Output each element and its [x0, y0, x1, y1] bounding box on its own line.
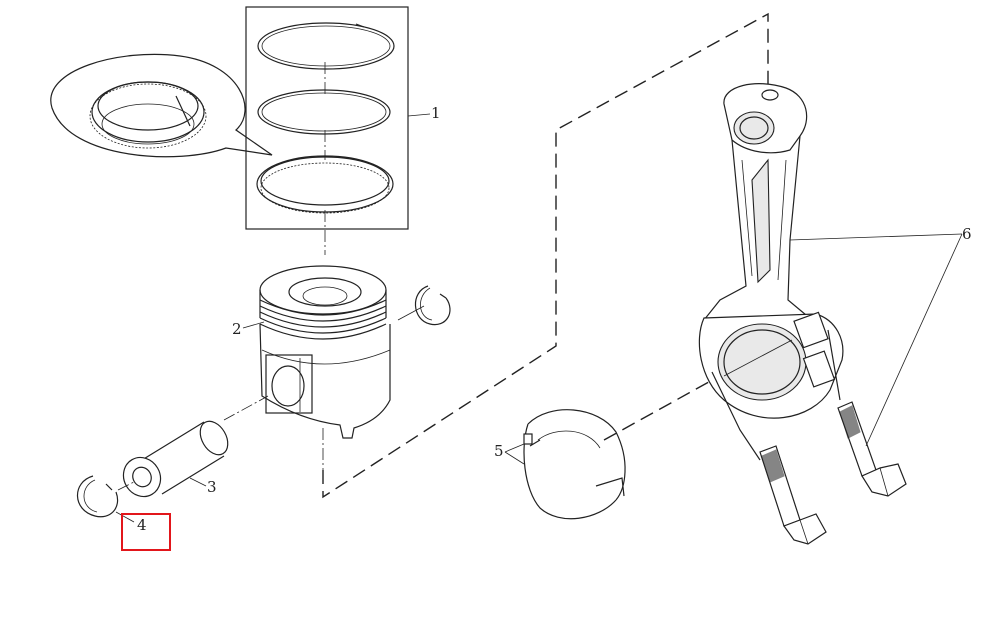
callout-2: 2 [232, 320, 242, 338]
leader-lines [115, 113, 963, 523]
piston-ring-set [245, 6, 409, 255]
cap-bolt-right [837, 401, 907, 497]
piston [259, 265, 391, 470]
circlip [77, 475, 135, 518]
highlight-box-circlip [121, 513, 171, 551]
top-compression-ring [257, 22, 395, 70]
callout-6: 6 [962, 225, 972, 243]
callout-1: 1 [431, 104, 441, 122]
ring-set-frame [245, 6, 409, 230]
second-compression-ring [257, 89, 391, 135]
callout-4: 4 [137, 516, 147, 534]
cap-bolt-left [759, 445, 827, 545]
bearing-assembly-line [603, 377, 717, 441]
assembly-path-line [322, 12, 769, 499]
callout-3: 3 [207, 478, 217, 496]
connecting-rod-bearing [523, 409, 626, 520]
piston-pin [122, 395, 269, 498]
connecting-rod [698, 83, 844, 461]
oil-ring-detail-bubble [50, 53, 273, 158]
callout-5: 5 [494, 442, 504, 460]
piston-side-circlip [397, 285, 451, 326]
